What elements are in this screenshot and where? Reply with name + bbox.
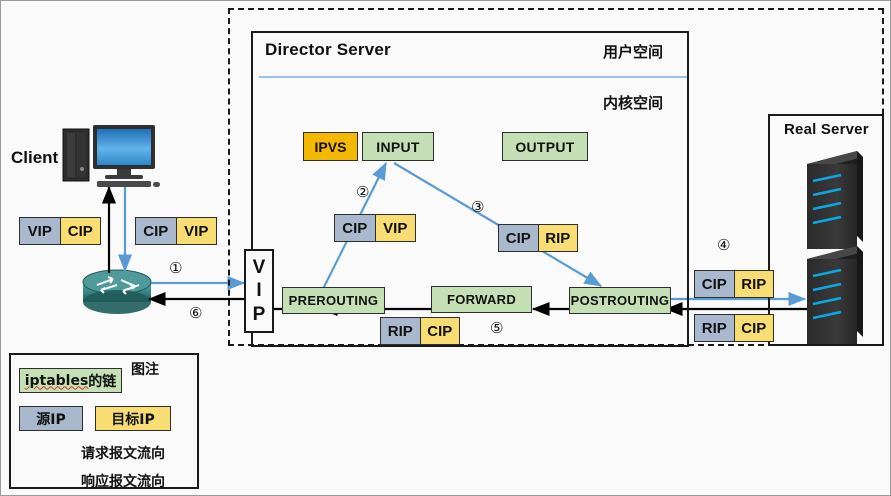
vip-letter-i: I — [256, 280, 262, 302]
chain-box-ipvs: IPVS — [303, 132, 358, 161]
legend-request-flow-label: 请求报文流向 — [81, 446, 165, 462]
packet-dst: VIP — [374, 215, 415, 241]
real-server-box — [768, 114, 884, 346]
packet-src: CIP — [136, 218, 176, 244]
step-number-5: ⑤ — [490, 319, 504, 337]
packet-dst: CIP — [419, 318, 459, 344]
packet-src: CIP — [335, 215, 375, 241]
chain-box-prerouting: PREROUTING — [282, 287, 385, 314]
legend-item-dest-ip: 目标IP — [95, 406, 171, 431]
chain-box-output: OUTPUT — [502, 132, 588, 161]
packet-director-out: CIP RIP — [498, 224, 578, 252]
packet-director-back: RIP CIP — [380, 317, 460, 345]
packet-dst: CIP — [733, 315, 773, 341]
legend-title: 图注 — [131, 362, 159, 378]
packet-rs-out: RIP CIP — [694, 314, 774, 342]
legend-response-flow-label: 响应报文流向 — [81, 474, 165, 490]
packet-dst: CIP — [59, 218, 100, 244]
step-number-4: ④ — [717, 236, 731, 254]
legend-chain-word: 的链 — [88, 373, 117, 390]
vip-letter-v: V — [252, 257, 266, 279]
router-icon — [82, 269, 152, 314]
vip-letter-p: P — [252, 303, 266, 325]
packet-src: VIP — [20, 218, 60, 244]
step-number-1: ① — [169, 259, 183, 277]
packet-director-in: CIP VIP — [334, 214, 416, 242]
packet-src: RIP — [381, 318, 420, 344]
packet-client-request: CIP VIP — [135, 217, 217, 245]
chain-box-input: INPUT — [362, 132, 434, 161]
director-server-box — [251, 31, 689, 347]
chain-box-forward: FORWARD — [431, 286, 532, 313]
packet-src: RIP — [695, 315, 734, 341]
packet-src: CIP — [695, 271, 734, 297]
legend-iptables-word: iptables — [24, 372, 89, 389]
packet-src: CIP — [499, 225, 538, 251]
packet-dst: RIP — [733, 271, 773, 297]
vip-gateway-box: V I P — [244, 249, 274, 333]
legend-item-source-ip: 源IP — [19, 406, 83, 431]
chain-box-postrouting: POSTROUTING — [569, 287, 671, 314]
packet-dst: VIP — [175, 218, 216, 244]
step-number-2: ② — [356, 183, 370, 201]
client-title: Client — [11, 148, 59, 167]
step-number-6: ⑥ — [189, 304, 203, 322]
step-number-3: ③ — [471, 198, 485, 216]
real-server-title: Real Server — [784, 121, 869, 138]
packet-rs-in: CIP RIP — [694, 270, 774, 298]
kernel-space-label: 内核空间 — [603, 94, 664, 112]
user-space-label: 用户空间 — [603, 43, 664, 61]
packet-dst: RIP — [537, 225, 577, 251]
director-server-title: Director Server — [265, 40, 391, 59]
packet-client-response: VIP CIP — [19, 217, 101, 245]
client-pc-icon — [62, 125, 160, 187]
